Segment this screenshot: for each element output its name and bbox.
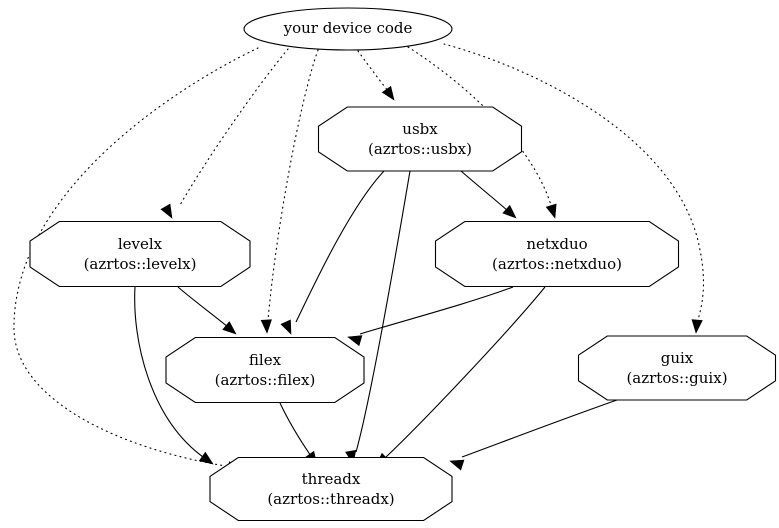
edge-netxduo-to-filex xyxy=(347,286,514,347)
node-label-namespace: (azrtos::levelx) xyxy=(84,255,197,273)
edge-line xyxy=(267,49,319,321)
edge-line xyxy=(279,402,312,457)
arrow-head-icon xyxy=(160,203,173,219)
edge-line xyxy=(295,170,385,323)
edge-line xyxy=(355,170,411,453)
arrow-head-icon xyxy=(198,451,214,465)
nodes-layer: your device codeusbx(azrtos::usbx)levelx… xyxy=(29,7,777,522)
node-label-primary: netxduo xyxy=(526,235,587,253)
node-label-primary: usbx xyxy=(402,120,438,138)
edge-line xyxy=(460,170,509,212)
edge-usbx-to-netxduo xyxy=(460,170,517,219)
edge-line xyxy=(177,286,229,328)
node-filex[interactable]: filex(azrtos::filex) xyxy=(165,336,365,404)
arrow-head-icon xyxy=(347,335,363,347)
node-label-namespace: (azrtos::guix) xyxy=(626,369,727,387)
node-shape-octagon xyxy=(577,335,777,401)
edge-line xyxy=(179,48,289,206)
node-label-namespace: (azrtos::threadx) xyxy=(267,490,394,508)
edge-device-to-filex xyxy=(260,49,319,334)
arrow-head-icon xyxy=(502,204,517,219)
edge-line xyxy=(359,286,514,335)
node-shape-octagon xyxy=(29,220,251,288)
node-shape-ellipse xyxy=(243,7,453,51)
edge-line xyxy=(443,43,705,321)
edge-device-to-netxduo xyxy=(407,46,557,219)
node-shape-octagon xyxy=(317,106,523,172)
edge-usbx-to-threadx xyxy=(345,170,411,465)
node-guix[interactable]: guix(azrtos::guix) xyxy=(577,335,777,401)
arrow-head-icon xyxy=(381,85,395,101)
node-label-primary: guix xyxy=(661,349,694,367)
edge-guix-to-threadx xyxy=(449,399,618,471)
edge-line xyxy=(13,47,259,468)
edge-levelx-to-threadx xyxy=(134,286,214,465)
node-shape-octagon xyxy=(165,336,365,404)
node-label-primary: levelx xyxy=(118,235,163,253)
node-label-namespace: (azrtos::netxduo) xyxy=(492,255,622,273)
edge-device-to-levelx xyxy=(160,48,289,219)
edge-levelx-to-filex xyxy=(177,286,237,335)
arrow-head-icon xyxy=(449,459,465,471)
node-usbx[interactable]: usbx(azrtos::usbx) xyxy=(317,106,523,172)
node-label-primary: your device code xyxy=(283,19,413,37)
node-device[interactable]: your device code xyxy=(243,7,453,51)
node-label-primary: threadx xyxy=(302,470,361,488)
edge-device-to-usbx xyxy=(357,50,395,101)
edge-line xyxy=(384,286,546,459)
arrow-head-icon xyxy=(260,319,272,334)
node-label-namespace: (azrtos::usbx) xyxy=(368,140,472,158)
node-shape-octagon xyxy=(209,456,453,522)
node-levelx[interactable]: levelx(azrtos::levelx) xyxy=(29,220,251,288)
node-label-primary: filex xyxy=(249,351,282,369)
edge-line xyxy=(357,50,389,92)
node-shape-octagon xyxy=(434,220,680,288)
edge-line xyxy=(134,286,204,458)
edge-usbx-to-filex xyxy=(280,170,385,335)
edge-line xyxy=(461,399,618,458)
node-netxduo[interactable]: netxduo(azrtos::netxduo) xyxy=(434,220,680,288)
arrow-head-icon xyxy=(545,203,557,219)
arrow-head-icon xyxy=(222,321,237,335)
arrow-head-icon xyxy=(691,319,703,334)
node-threadx[interactable]: threadx(azrtos::threadx) xyxy=(209,456,453,522)
edge-netxduo-to-threadx xyxy=(375,286,546,467)
arrow-head-icon xyxy=(280,319,292,335)
edge-device-to-guix xyxy=(443,43,705,334)
node-label-namespace: (azrtos::filex) xyxy=(215,371,316,389)
